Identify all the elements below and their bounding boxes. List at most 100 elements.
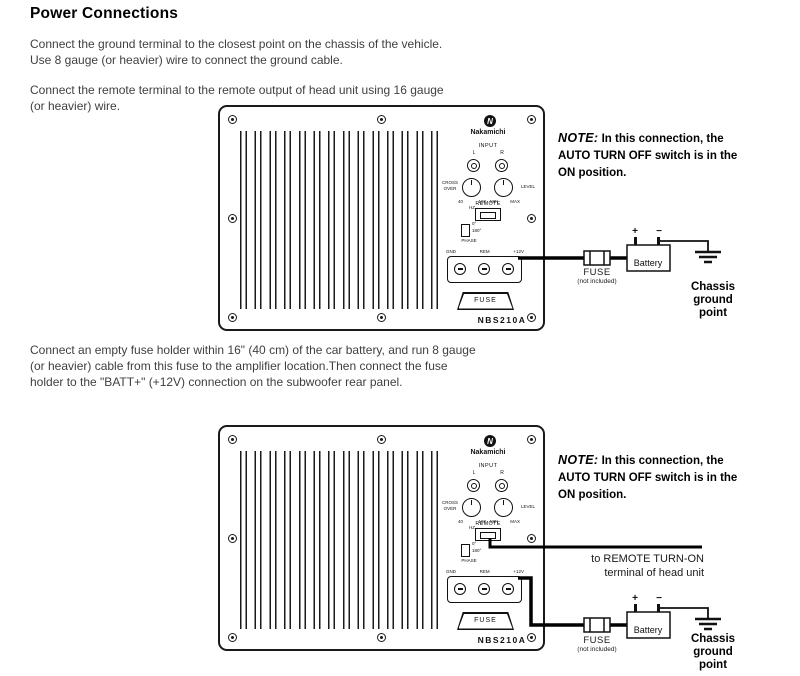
phase-label: PHASE	[461, 558, 477, 563]
fuse-caption-title: FUSE	[583, 635, 611, 646]
min-label: MIN	[490, 199, 499, 204]
level-scale-label: MIN MAX	[488, 199, 522, 204]
power-terminal-block	[447, 256, 522, 283]
crossover-label: CROSS OVER	[439, 500, 461, 511]
phase-label: PHASE	[461, 238, 477, 243]
rca-jack-right	[495, 479, 508, 492]
wiring-overlay-1: + − Battery	[518, 226, 721, 272]
freq-40-label: 40	[458, 199, 464, 204]
note-line: AUTO TURN OFF switch is in the	[558, 472, 738, 484]
level-label: LEVEL	[520, 184, 535, 189]
crossover-label-line1: CROSS	[441, 500, 458, 505]
note-prefix: NOTE:	[558, 453, 599, 467]
caption-line: point	[698, 307, 728, 319]
fuse-body	[583, 617, 611, 633]
note-line: ON position.	[558, 489, 627, 501]
fuse-body	[583, 250, 611, 266]
heatsink-fins	[240, 131, 446, 309]
battery-post-minus	[657, 604, 660, 612]
input-label: INPUT	[478, 143, 498, 149]
min-label: MIN	[490, 519, 499, 524]
screw-icon	[228, 435, 237, 444]
plus12v-label: +12V	[513, 569, 524, 574]
freq-160-label: 160	[478, 199, 486, 204]
note-line: NOTE: In this connection, the	[558, 130, 758, 148]
battery-box	[626, 244, 671, 272]
text-line: Use 8 gauge (or heavier) wire to connect…	[30, 53, 343, 67]
text-line: Connect the ground terminal to the close…	[30, 37, 443, 51]
amplifier-rear-panel: N Nakamichi INPUT L R CROSS OVER LEVEL 4…	[218, 105, 545, 331]
note-line: NOTE: In this connection, the	[558, 452, 758, 470]
power-wire	[518, 576, 628, 627]
screw-icon	[228, 214, 237, 223]
heatsink-fins	[240, 451, 446, 629]
remote-connector	[475, 528, 501, 541]
remote-turn-on-caption: to REMOTE TURN-ON terminal of head unit	[550, 552, 704, 580]
screw-icon	[377, 435, 386, 444]
panel-fuse-holder: FUSE	[457, 612, 514, 630]
screw-icon	[527, 633, 536, 642]
caption-line: terminal of head unit	[604, 567, 704, 579]
chassis-ground-icon	[695, 250, 721, 264]
inline-fuse-icon	[583, 250, 611, 266]
battery-label: Battery	[634, 258, 663, 268]
battery-label: Battery	[634, 625, 663, 635]
level-knob	[494, 498, 513, 517]
screw-icon	[228, 313, 237, 322]
ground-wire	[660, 607, 709, 619]
crossover-knob	[462, 498, 481, 517]
hz-label: HZ	[469, 525, 475, 530]
fuse-caption-sub: (not included)	[577, 278, 617, 285]
plus-sign: +	[632, 226, 638, 237]
text-line: (or heavier) wire.	[30, 99, 121, 113]
screw-icon	[377, 633, 386, 642]
page-title: Power Connections	[30, 5, 179, 22]
terminal-screw-gnd	[454, 263, 466, 275]
rca-jack-right	[495, 159, 508, 172]
diagram-connection-2: N Nakamichi INPUT L R CROSS OVER LEVEL 4…	[0, 425, 800, 676]
note-text-2: NOTE: In this connection, the AUTO TURN …	[558, 452, 758, 504]
fuse-holder-shape-inner	[458, 613, 513, 629]
fuse-holder-shape-inner	[458, 293, 513, 309]
crossover-label-line1: CROSS	[441, 180, 458, 185]
remote-label: REMOTE	[475, 521, 501, 527]
terminal-screw-rem	[478, 583, 490, 595]
nakamichi-logo-icon: N	[484, 435, 496, 447]
screw-icon	[527, 115, 536, 124]
brand-label: Nakamichi	[470, 449, 506, 456]
text-line: Connect an empty fuse holder within 16" …	[30, 343, 476, 357]
remote-wire	[488, 538, 702, 549]
caption-line: ground	[693, 294, 733, 306]
minus-sign: −	[656, 226, 662, 237]
jack-right-label: R	[500, 470, 504, 476]
hz-label: HZ	[469, 205, 475, 210]
caption-line: point	[698, 659, 728, 671]
rca-jack-left	[467, 479, 480, 492]
caption-line: Chassis	[690, 281, 736, 293]
remote-connector	[475, 208, 501, 221]
terminal-labels: GND REM +12V	[446, 249, 524, 254]
minus-sign: −	[656, 593, 662, 604]
fuse-caption-sub: (not included)	[577, 646, 617, 653]
phase-switch	[461, 544, 470, 557]
fuse-caption-title: FUSE	[583, 267, 611, 278]
nakamichi-logo-icon: N	[484, 115, 496, 127]
phase-0-label: 0°	[472, 541, 477, 546]
phase-180-label: 180°	[472, 548, 482, 553]
jack-right-label: R	[500, 150, 504, 156]
rem-label: REM	[479, 569, 490, 574]
amplifier-1: N Nakamichi INPUT L R CROSS OVER LEVEL 4…	[218, 105, 545, 331]
panel-fuse-label: FUSE	[474, 617, 497, 624]
screw-icon	[228, 534, 237, 543]
caption-line: to REMOTE TURN-ON	[591, 553, 704, 565]
jack-left-label: L	[472, 150, 476, 156]
gnd-label: GND	[446, 249, 456, 254]
text-line: Connect the remote terminal to the remot…	[30, 83, 444, 97]
inline-fuse-icon	[583, 617, 611, 633]
battery-post-plus	[634, 237, 637, 245]
battery-icon: + − Battery	[626, 593, 671, 639]
paragraph-fuse-holder: Connect an empty fuse holder within 16" …	[30, 342, 476, 390]
remote-label: REMOTE	[475, 201, 501, 207]
crossover-scale-label: 40 160	[454, 519, 490, 524]
